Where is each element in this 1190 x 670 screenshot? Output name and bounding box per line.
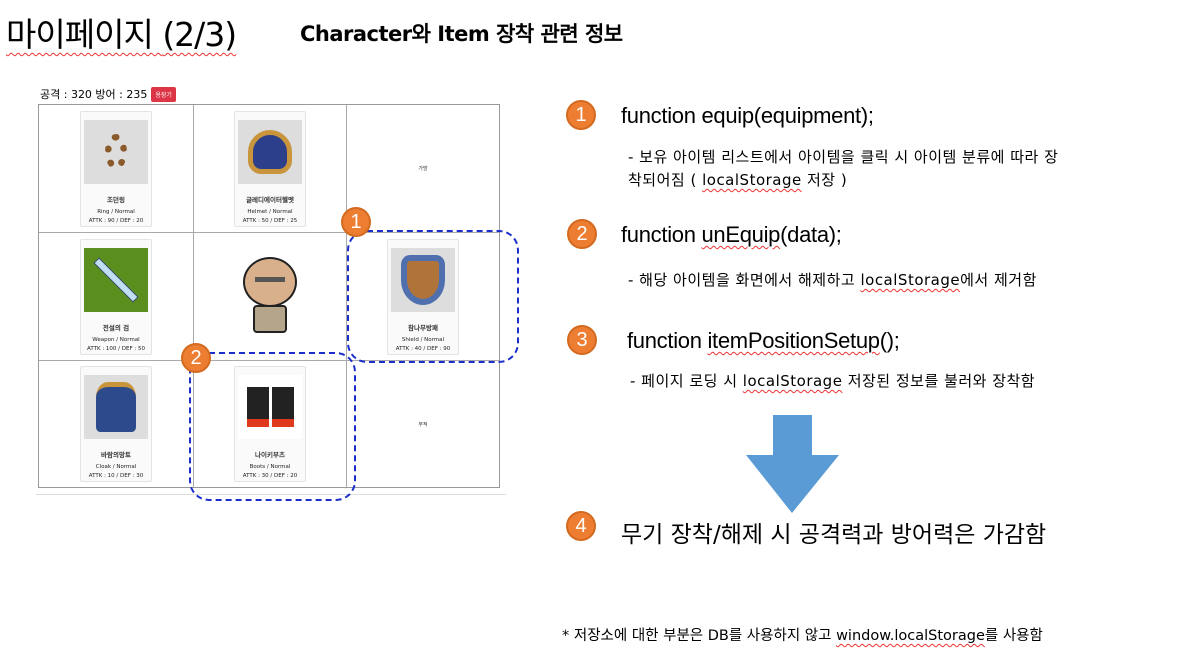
fn-args: (data); — [780, 222, 842, 247]
callout-badge-2: 2 — [181, 343, 211, 373]
item-stats: ATTK : 10 / DEF : 30 — [88, 473, 144, 479]
fn-keyword: function — [621, 222, 702, 247]
cloak-icon — [84, 375, 148, 439]
item-name: 글레디에이터헬멧 — [246, 195, 294, 204]
slot-character — [194, 233, 347, 361]
empty-slot-label: 가방 — [418, 166, 428, 172]
title-text: 마이페이지 — [6, 15, 154, 54]
desc-part: 착되어짐 ( — [628, 171, 703, 189]
fn-args: (); — [879, 328, 900, 353]
callout-badge-1: 1 — [341, 207, 371, 237]
boots-icon — [238, 375, 302, 439]
item-type: Shield / Normal — [401, 336, 445, 343]
divider — [36, 494, 506, 495]
slot-charm[interactable]: 부적 — [347, 361, 499, 487]
slot-bag[interactable]: 가방 — [347, 105, 499, 233]
slide-subtitle: Character와 Item 장착 관련 정보 — [300, 22, 623, 46]
desc-part: 에서 제거함 — [960, 271, 1037, 289]
slide-title: 마이페이지 (2/3) — [6, 8, 237, 56]
item-name: 전설의 검 — [102, 323, 130, 332]
item-stats: ATTK : 30 / DEF : 20 — [242, 473, 298, 479]
desc-line: - 보유 아이템 리스트에서 아이템을 클릭 시 아이템 분류에 따라 장 — [628, 148, 1059, 166]
stats-bar: 공격 : 320 방어 : 235 용장기 — [40, 86, 176, 102]
sword-icon — [84, 247, 148, 312]
footnote-part: * 저장소에 대한 부분은 DB를 사용하지 않고 — [562, 628, 837, 644]
desc-part: 저장 ) — [801, 171, 848, 189]
fn-name: unEquip — [701, 222, 781, 247]
fn-keyword: function — [627, 328, 708, 353]
down-arrow-icon — [746, 415, 839, 513]
item-name: 참나무방패 — [408, 323, 438, 332]
point-badge-3: 3 — [567, 325, 597, 355]
item-name: 나이키부츠 — [255, 451, 285, 459]
item-stats: ATTK : 50 / DEF : 25 — [242, 217, 298, 224]
callout-box-1 — [347, 230, 519, 363]
title-page: (2/3) — [162, 15, 237, 54]
desc-part: - 해당 아이템을 화면에서 해제하고 — [628, 271, 861, 289]
item-type: Weapon / Normal — [92, 336, 140, 343]
desc-part: localStorage — [742, 372, 843, 390]
stats-text: 공격 : 320 방어 : 235 — [40, 88, 148, 101]
item-stats: ATTK : 90 / DEF : 20 — [88, 217, 144, 224]
ring-icon — [84, 119, 148, 184]
item-name: 바람의망토 — [101, 451, 131, 459]
point-badge-4: 4 — [566, 511, 596, 541]
desc-part: localStorage — [860, 271, 961, 289]
shield-icon — [391, 247, 455, 312]
unequip-all-button[interactable]: 용장기 — [151, 86, 176, 102]
helmet-icon — [238, 119, 302, 184]
item-type: Helmet / Normal — [247, 208, 293, 215]
function-unequip: function unEquip(data); — [621, 222, 842, 248]
empty-slot-label: 부적 — [418, 421, 428, 428]
desc-part: localStorage — [702, 171, 802, 189]
function-equip: function equip(equipment); — [621, 103, 874, 129]
item-name: 조던링 — [107, 195, 125, 204]
point-3-description: - 페이지 로딩 시 localStorage 저장된 정보를 불러와 장착함 — [630, 370, 1035, 393]
item-stats: ATTK : 40 / DEF : 90 — [395, 345, 451, 352]
item-type: Ring / Normal — [97, 208, 135, 215]
item-stats: ATTK : 100 / DEF : 50 — [87, 345, 145, 352]
callout-box-2 — [189, 352, 356, 501]
fn-name: itemPositionSetup — [707, 328, 880, 353]
footnote-part: window.localStorage — [836, 628, 985, 644]
point-badge-1: 1 — [566, 100, 596, 130]
desc-part: 저장된 정보를 불러와 장착함 — [842, 372, 1036, 390]
fn-name: equip(equipment); — [701, 103, 874, 128]
footnote-part: 를 사용함 — [984, 628, 1043, 644]
point-badge-2: 2 — [567, 219, 597, 249]
desc-part: - 페이지 로딩 시 — [630, 372, 743, 390]
function-itempositionsetup: function itemPositionSetup(); — [627, 328, 900, 354]
character-icon — [235, 256, 305, 337]
footnote: * 저장소에 대한 부분은 DB를 사용하지 않고 window.localSt… — [562, 624, 1043, 645]
fn-keyword: function — [621, 103, 702, 128]
item-type: Boots / Normal — [249, 464, 291, 470]
item-type: Cloak / Normal — [95, 464, 137, 470]
point-4-text: 무기 장착/해제 시 공격력과 방어력은 가감함 — [621, 522, 1047, 548]
point-2-description: - 해당 아이템을 화면에서 해제하고 localStorage에서 제거함 — [628, 269, 1037, 292]
